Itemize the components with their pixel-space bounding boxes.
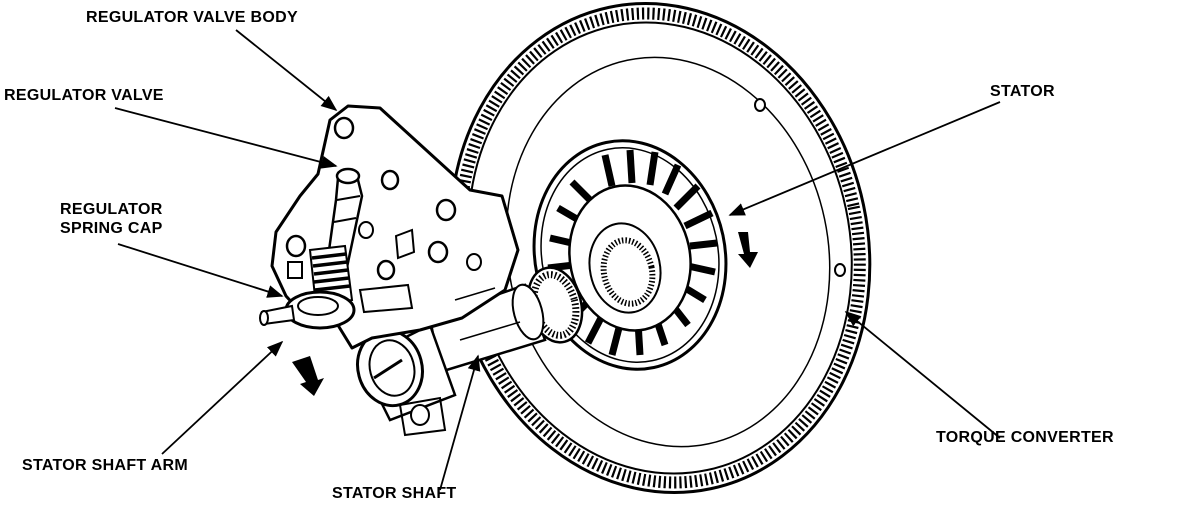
leader-torque-converter bbox=[844, 310, 1001, 439]
leader-stator-shaft bbox=[439, 354, 481, 491]
leader-regulator-valve-body bbox=[235, 29, 338, 112]
leader-lines bbox=[114, 29, 1001, 491]
leader-stator-shaft-arm bbox=[161, 340, 284, 455]
stator-drawing bbox=[532, 139, 758, 371]
leader-regulator-spring-cap bbox=[117, 243, 284, 298]
label-regulator-spring-cap-line1: REGULATOR bbox=[60, 201, 163, 218]
label-regulator-spring-cap-line2: SPRING CAP bbox=[60, 220, 163, 237]
leader-regulator-valve bbox=[114, 107, 338, 169]
label-stator-shaft-arm: STATOR SHAFT ARM bbox=[22, 457, 188, 474]
rotation-arrow-icon bbox=[292, 356, 324, 396]
stator-shaft-arm-drawing bbox=[356, 323, 457, 437]
label-stator: STATOR bbox=[990, 83, 1055, 100]
regulator-spring-cap-drawing bbox=[259, 290, 356, 330]
label-torque-converter: TORQUE CONVERTER bbox=[936, 429, 1114, 446]
label-regulator-valve-body: REGULATOR VALVE BODY bbox=[86, 9, 298, 26]
label-regulator-valve: REGULATOR VALVE bbox=[4, 87, 164, 104]
label-stator-shaft: STATOR SHAFT bbox=[332, 485, 457, 502]
leader-stator bbox=[728, 101, 1001, 216]
